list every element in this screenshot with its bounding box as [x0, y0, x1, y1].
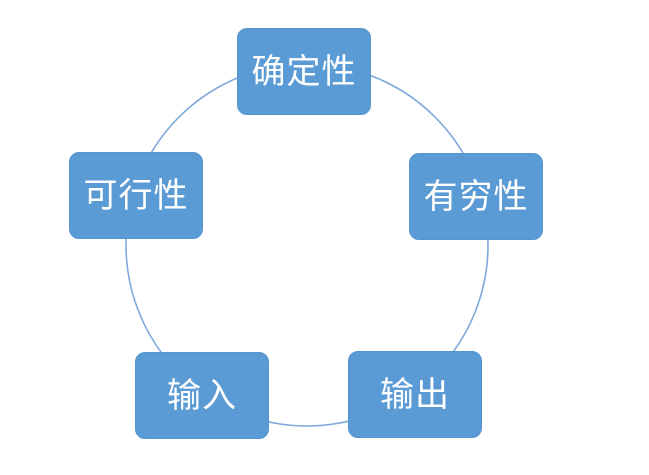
- node-finiteness-label: 有穷性: [423, 177, 529, 216]
- node-feasibility: 可行性: [69, 152, 203, 239]
- node-feasibility-label: 可行性: [83, 176, 189, 215]
- node-output-label: 输出: [380, 375, 450, 414]
- node-certainty-label: 确定性: [251, 52, 357, 91]
- node-input: 输入: [135, 352, 269, 439]
- node-input-label: 输入: [167, 376, 237, 415]
- node-output: 输出: [348, 351, 482, 438]
- node-certainty: 确定性: [237, 28, 371, 115]
- node-finiteness: 有穷性: [409, 153, 543, 240]
